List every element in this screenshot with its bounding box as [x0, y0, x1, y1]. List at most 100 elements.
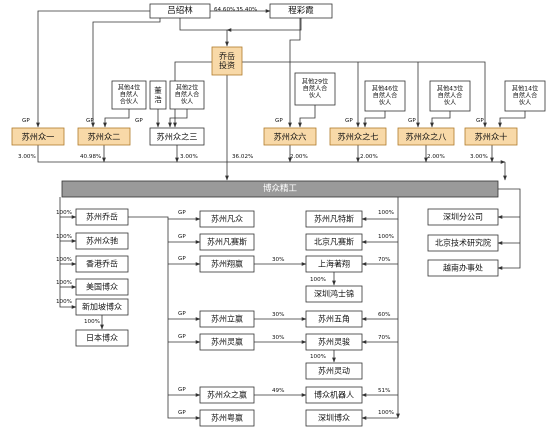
- node-box: [429, 80, 471, 112]
- node-label: 苏州翔赢: [211, 259, 243, 269]
- node-label: 深圳博众: [318, 413, 350, 423]
- node-vn-office: 越南办事处: [427, 259, 499, 277]
- node-label: 苏州众之三: [157, 132, 198, 142]
- node-box: [75, 298, 129, 316]
- connector-line: [37, 145, 506, 164]
- node-sz-lingjun: 苏州灵骏: [305, 333, 363, 351]
- connector-line: [168, 109, 188, 128]
- node-label: 自然人合: [373, 92, 398, 100]
- node-box: [269, 3, 333, 19]
- node-shz-bozhong: 深圳博众: [305, 409, 363, 427]
- percentage-label: 100%: [56, 299, 72, 305]
- node-hk-qiaoyue: 香港乔岳: [75, 255, 129, 273]
- node-box: [211, 46, 243, 76]
- node-sz-fantesi: 苏州凡特斯: [305, 210, 363, 228]
- connector-lines: [36, 9, 526, 420]
- percentage-label: 40.98%: [80, 154, 101, 160]
- node-label: 投资: [219, 60, 235, 70]
- node-box: [294, 72, 336, 106]
- percentage-label: 30%: [272, 257, 284, 263]
- node-label: 美国博众: [86, 282, 118, 292]
- node-label: 乔岳: [219, 51, 235, 61]
- node-zhong8: 苏州众之八: [397, 127, 455, 146]
- node-label: 其他2位: [176, 83, 199, 91]
- node-box: [77, 127, 131, 146]
- node-zhong10: 苏州众十: [464, 127, 518, 146]
- node-bj-fansaisi: 北京凡赛斯: [305, 233, 363, 251]
- node-label: 自然人合: [303, 85, 328, 93]
- percentage-label: 70%: [378, 335, 390, 341]
- gp-label: GP: [178, 387, 186, 393]
- node-box: [149, 3, 211, 19]
- gp-label: GP: [476, 118, 484, 124]
- node-label: 博众机器人: [314, 390, 354, 400]
- node-box: [199, 386, 255, 404]
- node-box: [305, 285, 363, 303]
- node-label: 苏州凡特斯: [314, 214, 354, 224]
- node-label: 香港乔岳: [86, 259, 118, 269]
- connector-line: [242, 61, 487, 128]
- node-box: [364, 80, 406, 112]
- node-shz-hongshijin: 深圳鸿士锦: [305, 285, 363, 303]
- gp-label: GP: [135, 118, 143, 124]
- node-box: [75, 329, 129, 347]
- node-box: [305, 233, 363, 251]
- percentage-label: 2.00%: [427, 154, 445, 160]
- node-label: 董: [154, 85, 162, 95]
- percentage-label: 100%: [378, 410, 394, 416]
- percentage-label: 100%: [378, 210, 394, 216]
- node-zhong3: 苏州众之三: [149, 127, 205, 146]
- percentage-label: 51%: [378, 388, 390, 394]
- node-cheng: 程彩霞: [269, 3, 333, 19]
- gp-label: GP: [178, 234, 186, 240]
- node-label: 自然人合: [175, 91, 200, 99]
- node-box: [75, 208, 129, 226]
- node-sz-wujiao: 苏州五角: [305, 310, 363, 328]
- node-box: [149, 127, 205, 146]
- node-label: 其他46位: [372, 84, 398, 92]
- percentage-label: 70%: [378, 257, 390, 263]
- node-label: 伙人: [181, 99, 193, 106]
- node-box: [199, 255, 255, 273]
- node-box: [305, 255, 363, 273]
- node-sz-lingdong: 苏州灵动: [305, 362, 363, 380]
- percentage-label: 35.40%: [236, 7, 257, 13]
- node-sz-lingying: 苏州灵赢: [199, 333, 255, 351]
- node-label: 苏州众一: [22, 132, 55, 142]
- node-box: [149, 80, 167, 110]
- node-box: [199, 210, 255, 228]
- gp-label: GP: [178, 311, 186, 317]
- node-box: [397, 127, 455, 146]
- gp-label: GP: [178, 334, 186, 340]
- node-label: 伙人: [379, 100, 391, 107]
- percentage-label: 2.00%: [290, 154, 308, 160]
- connector-line: [363, 111, 386, 128]
- node-label: 苏州众六: [274, 132, 307, 142]
- node-sz-qiaoyue: 苏州乔岳: [75, 208, 129, 226]
- node-box: [75, 278, 129, 296]
- node-label: 伙人: [309, 93, 321, 100]
- percentage-label: 3.00%: [470, 154, 488, 160]
- node-zhong6: 苏州众六: [263, 127, 317, 146]
- gp-label: GP: [178, 256, 186, 262]
- node-shz-branch: 深圳分公司: [427, 208, 499, 226]
- node-label: 苏州灵动: [318, 366, 350, 376]
- percentage-label: 3.00%: [180, 154, 198, 160]
- node-label: 苏州众十: [475, 132, 508, 142]
- percentage-label: 49%: [272, 388, 284, 394]
- node-box: [75, 255, 129, 273]
- node-label: 程彩霞: [288, 5, 314, 16]
- node-box: [263, 127, 317, 146]
- node-label: 伙人: [519, 100, 531, 107]
- node-label: 其他43位: [437, 84, 463, 92]
- node-box: [61, 180, 499, 198]
- connector-line: [91, 18, 161, 128]
- node-label: 博众精工: [263, 183, 298, 194]
- node-label: 苏州凡众: [211, 214, 243, 224]
- gp-label: GP: [86, 118, 94, 124]
- node-sg-bozhong: 新加坡博众: [75, 298, 129, 316]
